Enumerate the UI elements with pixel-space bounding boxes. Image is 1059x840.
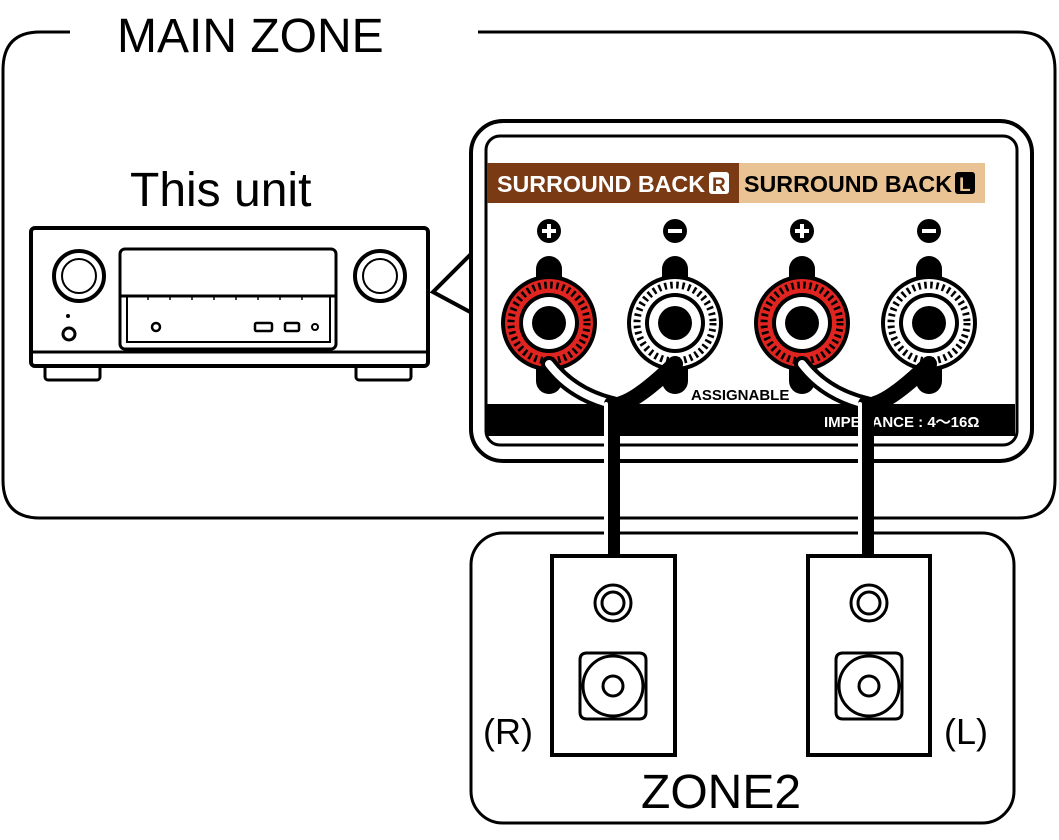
main-zone-label: MAIN ZONE: [117, 10, 384, 63]
bottom-strip: [487, 404, 1015, 436]
headphone-jack: [150, 321, 162, 333]
zone2-label: ZONE2: [641, 766, 801, 819]
sb-l-negative-terminal: [881, 275, 977, 371]
hdmi-port: [253, 321, 274, 333]
l-badge-box: [955, 172, 975, 194]
main-zone-frame: [1, 30, 1057, 520]
sb-l-positive-terminal: [754, 275, 850, 371]
sb-r-negative-terminal: [627, 275, 723, 371]
plus-icon: [790, 219, 814, 243]
surround-back-r-label: SURROUND BACK: [497, 171, 705, 197]
speaker-right-label: (R): [483, 711, 533, 752]
front-display: [118, 247, 338, 351]
surround-back-r-header: [487, 163, 739, 203]
speaker-left: [806, 554, 932, 757]
unit-label: This unit: [130, 164, 311, 217]
power-button: [61, 326, 77, 342]
r-badge: R: [712, 175, 726, 196]
plus-icon: [537, 219, 561, 243]
surround-back-l-header: [739, 163, 985, 203]
minus-icon: [663, 219, 687, 243]
l-badge: L: [959, 175, 971, 196]
r-badge-box: [709, 172, 729, 194]
surround-back-l-label: SURROUND BACK: [744, 171, 952, 197]
callout-pointer: [429, 251, 474, 315]
receiver-device: [29, 226, 430, 382]
minus-icon: [917, 219, 941, 243]
usb-port: [283, 321, 301, 333]
power-led: [66, 314, 70, 318]
speaker-right: [550, 554, 677, 757]
terminal-panel: SURROUND BACK R SURROUND BACK L: [469, 119, 1034, 463]
speaker-left-label: (L): [944, 711, 988, 752]
speaker-cable-right: [541, 356, 683, 573]
speaker-cable-left: [794, 356, 937, 573]
assignable-label: ASSIGNABLE: [691, 387, 789, 404]
impedance-label: IMPEDANCE : 4～16Ω: [824, 414, 979, 431]
setup-mic-jack: [311, 323, 319, 331]
sb-r-positive-terminal: [501, 275, 597, 371]
